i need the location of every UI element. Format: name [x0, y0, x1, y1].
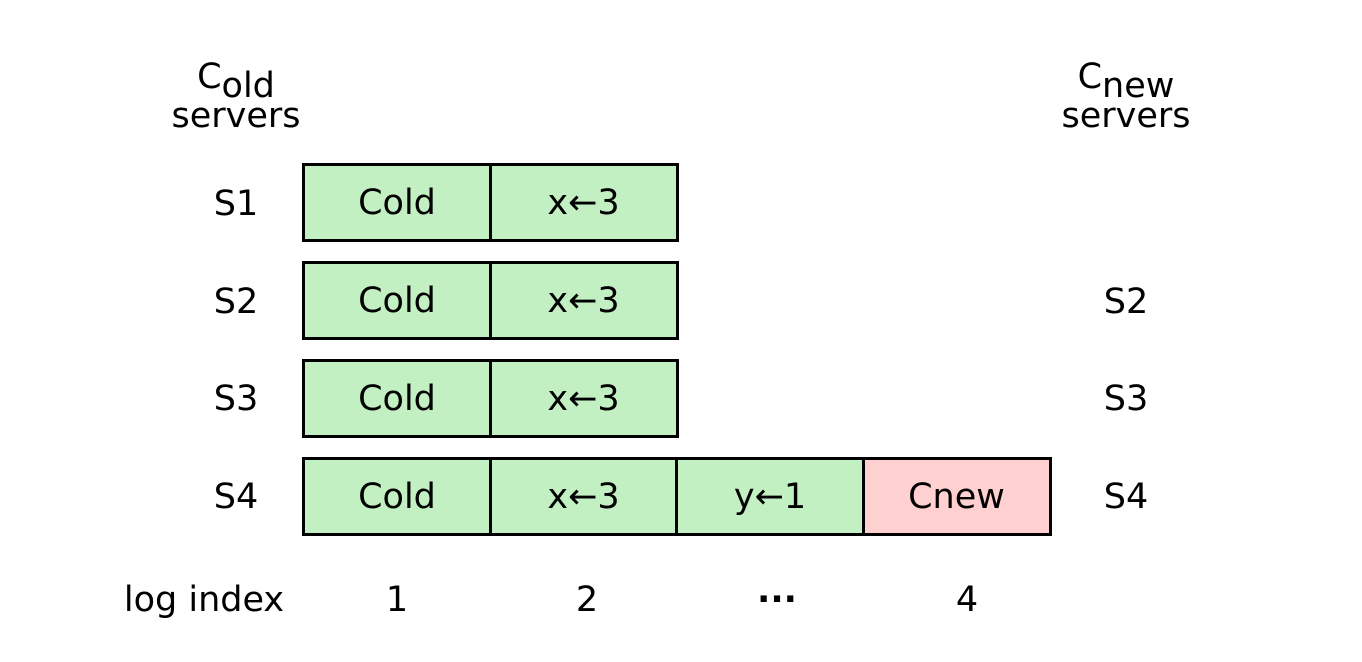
log-index-value: 1 [385, 580, 409, 620]
log-index-ellipsis: ··· [757, 580, 797, 620]
log-entry-command: y←1 [675, 457, 865, 536]
cnew-servers-text: servers [1061, 96, 1191, 136]
log-entry-command: x←3 [488, 359, 679, 438]
new-server-label-s3: S3 [1103, 379, 1149, 419]
server-label-s2: S2 [213, 282, 259, 322]
new-server-label-s2: S2 [1103, 282, 1149, 322]
cold-servers-text: servers [171, 96, 301, 136]
server-label-s3: S3 [213, 379, 259, 419]
cnew-label: Cnew [1077, 57, 1175, 106]
cnew-servers-header: Cnew servers [1021, 58, 1231, 136]
log-entry-command: x←3 [488, 457, 679, 536]
cold-label: Cold [197, 57, 275, 106]
log-index-value: 4 [955, 580, 979, 620]
log-index-label: log index [123, 580, 285, 620]
log-index-value: 2 [575, 580, 599, 620]
cold-servers-header: Cold servers [131, 58, 341, 136]
log-entry-command: x←3 [488, 261, 679, 340]
log-entry-command: x←3 [488, 163, 679, 242]
server-label-s1: S1 [213, 184, 259, 224]
server-label-s4: S4 [213, 477, 259, 517]
new-server-label-s4: S4 [1103, 477, 1149, 517]
